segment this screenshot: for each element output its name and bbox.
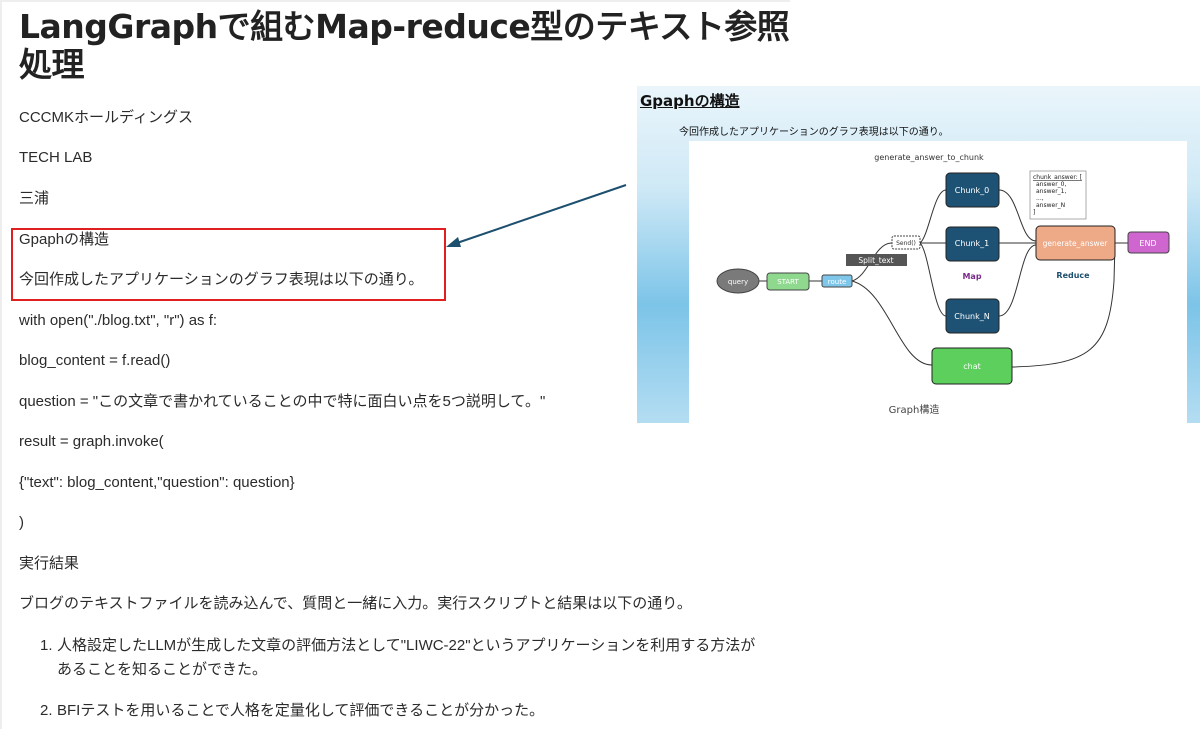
list-text: BFIテストを用いることで人格を定量化して評価できることが分かった。 [57,702,545,719]
node-query [716,268,760,294]
article-title: LangGraphで組むMap-reduce型のテキスト参照処理 [19,7,790,84]
note-line: ] [1033,209,1035,216]
list-text: 人格設定したLLMが生成した文章の評価方法として"LIWC-22"というアプリケ… [57,634,797,682]
highlight-box [11,228,446,301]
slide-subtitle: 今回作成したアプリケーションのグラフ表現は以下の通り。 [679,127,949,138]
node-end [1127,231,1170,254]
code-line: with open("./blog.txt", "r") as f: [19,312,218,329]
node-chunk-1 [945,226,1000,262]
slide-image: Gpaphの構造 今回作成したアプリケーションのグラフ表現は以下の通り。 gen… [637,86,1200,423]
node-query-label: query [728,278,748,286]
node-start-label: START [777,278,799,286]
chunk-answer-note [1029,170,1087,220]
section-heading: Gpaphの構造 [19,231,110,248]
author-name: 三浦 [19,190,50,207]
node-chat-label: chat [963,362,981,371]
note-line: answer_0, [1036,181,1066,188]
node-route [821,274,853,288]
note-line: ..., [1036,195,1044,202]
diagram-caption: Graph構造 [889,403,940,416]
node-send-label: Send() [896,240,916,247]
result-text: ブログのテキストファイルを読み込んで、質問と一緒に入力。実行スクリプトと結果は以… [19,595,692,612]
code-line: blog_content = f.read() [19,352,171,369]
note-line: answer_N [1036,202,1065,209]
page-border-left [0,0,2,729]
node-start [766,272,810,291]
node-split-text [846,254,907,266]
node-split-text-label: Split_text [858,256,893,265]
node-chat [931,347,1013,385]
reduce-label: Reduce [1056,271,1090,280]
node-chunk-0-label: Chunk_0 [955,186,990,195]
chunk-answer-note-text: chunk_answer: [ answer_0, answer_1, ...,… [1033,174,1082,216]
list-number: 1. [40,637,53,654]
diagram-top-label: generate_answer_to_chunk [874,153,984,162]
slide-title: Gpaphの構造 [640,92,740,110]
node-generate-answer [1035,225,1116,261]
code-line: ) [19,514,24,531]
node-chunk-1-label: Chunk_1 [955,239,990,248]
article: LangGraphで組むMap-reduce型のテキスト参照処理 CCCMKホー… [0,0,790,729]
page-border-top [0,0,790,2]
note-line: chunk_answer: [ [1033,174,1082,181]
section-text: 今回作成したアプリケーションのグラフ表現は以下の通り。 [19,271,424,288]
node-generate-answer-label: generate_answer [1043,239,1109,248]
note-line: answer_1, [1036,188,1066,195]
result-heading: 実行結果 [19,555,80,572]
code-line: result = graph.invoke( [19,433,164,450]
list-number: 2. [40,702,53,719]
code-line: {"text": blog_content,"question": questi… [19,474,295,491]
node-send [891,235,921,250]
team-name: TECH LAB [19,149,93,166]
company-name: CCCMKホールディングス [19,109,193,126]
annotation-arrow [446,184,627,247]
node-chunk-n-label: Chunk_N [954,312,989,321]
graph-svg: generate_answer_to_chunk query STAR [716,153,1170,416]
list-text-line: あることを知ることができた。 [57,661,268,678]
node-route-label: route [828,278,847,286]
graph-diagram: generate_answer_to_chunk query STAR [689,141,1187,423]
node-chunk-0 [945,172,1000,208]
node-end-label: END [1139,239,1156,248]
node-chunk-n [945,298,1000,334]
map-label: Map [962,272,981,281]
code-line: question = "この文章で書かれていることの中で特に面白い点を5つ説明し… [19,393,546,410]
list-text-line: 人格設定したLLMが生成した文章の評価方法として"LIWC-22"というアプリケ… [57,637,756,654]
